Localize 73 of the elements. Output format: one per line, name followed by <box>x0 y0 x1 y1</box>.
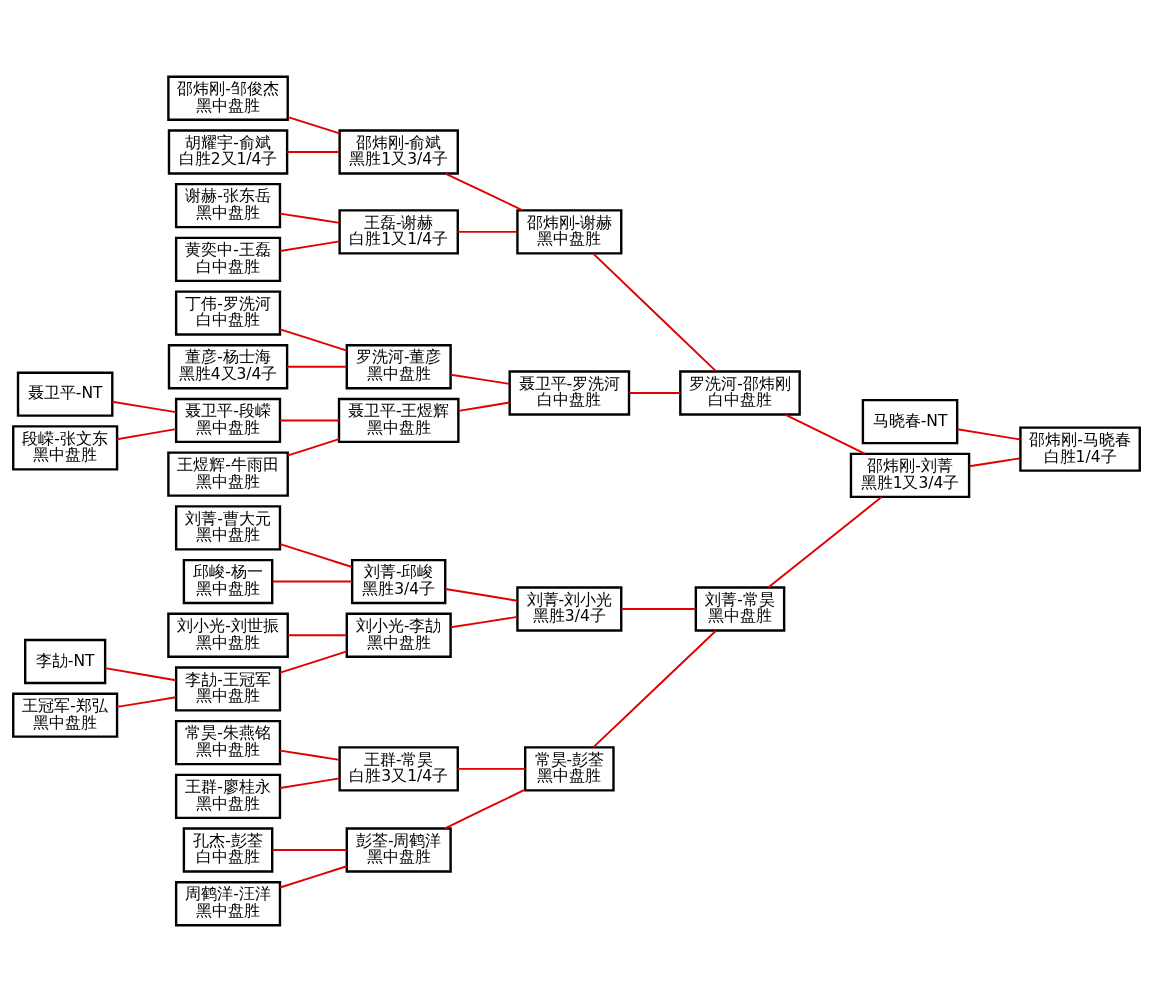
node-box: 王群-廖桂永 黑中盘胜 <box>174 773 282 819</box>
node-box: 刘菁-邱峻 黑胜3/4子 <box>350 558 447 604</box>
connector <box>279 864 348 888</box>
node-box: 刘菁-曹大元 黑中盘胜 <box>174 504 282 551</box>
node-box: 刘菁-刘小光 黑胜3/4子 <box>516 585 623 632</box>
connector <box>279 239 341 252</box>
connector <box>279 650 348 674</box>
connector <box>279 749 341 761</box>
connector <box>956 427 1022 440</box>
connector <box>767 495 883 588</box>
node-box: 邵炜刚-邹俊杰 黑中盘胜 <box>167 75 289 121</box>
connector <box>620 607 697 610</box>
connector <box>279 776 341 789</box>
connector <box>287 633 348 636</box>
connector <box>592 252 717 372</box>
connector <box>784 413 867 455</box>
node-box: 李劼-王冠军 黑中盘胜 <box>174 665 282 712</box>
connector <box>443 788 526 829</box>
node-box: 王群-常昊 白胜3又1/4子 <box>338 745 459 792</box>
node-box: 邱峻-杨一 黑中盘胜 <box>182 558 274 604</box>
connector <box>287 115 341 134</box>
connector <box>279 212 341 224</box>
connector <box>104 666 177 681</box>
node-box: 常昊-朱燕铭 黑中盘胜 <box>174 719 282 765</box>
connector <box>271 580 353 582</box>
connector <box>279 327 348 351</box>
node-box: 胡耀宇-俞斌 白胜2又1/4子 <box>167 128 289 175</box>
node-box: 周鹤洋-汪洋 黑中盘胜 <box>174 880 282 926</box>
connector <box>457 401 511 412</box>
node-box: 马晓春-NT <box>861 398 959 444</box>
node-box: 邵炜刚-马晓春 白胜1/4子 <box>1019 425 1141 472</box>
connector <box>456 767 526 770</box>
node-box: 常昊-彭荃 黑中盘胜 <box>524 745 615 792</box>
connector <box>449 615 519 628</box>
node-box: 罗洗河-邵炜刚 白中盘胜 <box>679 369 801 416</box>
node-box: 刘小光-李劼 黑中盘胜 <box>345 612 452 658</box>
node-box: 邵炜刚-刘菁 黑胜1又3/4子 <box>849 452 971 498</box>
connector <box>444 172 524 211</box>
connector <box>287 437 340 456</box>
node-box: 聂卫平-王煜辉 黑中盘胜 <box>337 397 460 443</box>
node-box: 段嵘-张文东 黑中盘胜 <box>12 424 119 471</box>
connector <box>449 373 511 385</box>
node-box: 李劼-NT <box>24 638 107 684</box>
node-box: 刘小光-刘世振 黑中盘胜 <box>167 612 289 658</box>
connector <box>444 587 519 602</box>
node-box: 罗洗河-董彦 黑中盘胜 <box>345 343 452 389</box>
connector <box>279 542 353 568</box>
connector <box>286 365 348 368</box>
connector <box>286 150 341 153</box>
connector <box>279 419 340 421</box>
connector <box>116 695 177 708</box>
connector <box>456 230 518 233</box>
node-box: 聂卫平-罗洗河 白中盘胜 <box>508 369 631 416</box>
node-box: 聂卫平-段嵘 黑中盘胜 <box>174 397 282 443</box>
node-box: 董彦-杨士海 黑胜4又3/4子 <box>167 343 289 389</box>
connector <box>592 629 717 748</box>
node-box: 谢赫-张东岳 黑中盘胜 <box>174 182 282 228</box>
node-box: 邵炜刚-俞斌 黑胜1又3/4子 <box>338 128 459 175</box>
connector <box>628 391 682 394</box>
node-box: 王磊-谢赫 白胜1又1/4子 <box>338 208 459 255</box>
node-box: 黄奕中-王磊 白中盘胜 <box>174 236 282 282</box>
node-box: 聂卫平-NT <box>16 371 114 417</box>
node-box: 王煜辉-牛雨田 黑中盘胜 <box>167 450 289 497</box>
node-box: 丁伟-罗洗河 白中盘胜 <box>174 289 282 336</box>
node-box: 刘菁-常昊 黑中盘胜 <box>694 585 786 632</box>
connector <box>271 848 348 851</box>
connector <box>116 427 177 440</box>
connector <box>111 400 177 413</box>
node-box: 彭荃-周鹤洋 黑中盘胜 <box>345 826 452 873</box>
node-box: 孔杰-彭荃 白中盘胜 <box>182 826 274 873</box>
node-box: 王冠军-郑弘 黑中盘胜 <box>12 692 119 738</box>
connector <box>968 456 1022 467</box>
node-box: 邵炜刚-谢赫 黑中盘胜 <box>516 208 623 255</box>
